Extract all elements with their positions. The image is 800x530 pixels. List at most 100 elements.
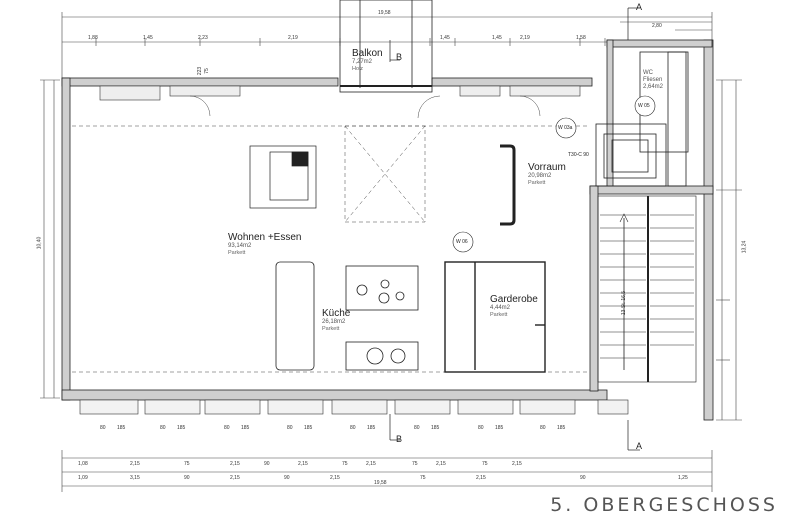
window-north-1 bbox=[99, 85, 161, 101]
skylight-outline bbox=[344, 125, 426, 223]
dim-bottom2-3: 90 bbox=[184, 475, 190, 481]
dim-window-2b: 185 bbox=[177, 425, 186, 431]
room-garderobe-name: Garderobe bbox=[490, 294, 538, 305]
west-wall bbox=[61, 77, 71, 401]
fireplace-inner bbox=[269, 151, 309, 201]
door-swing-north-2 bbox=[417, 95, 441, 119]
dim-bottom2-5: 90 bbox=[284, 475, 290, 481]
lift-car bbox=[603, 133, 657, 179]
dim-bottom1-2: 2,15 bbox=[130, 461, 140, 467]
section-marker-a-top: A bbox=[636, 2, 643, 12]
room-wohnen-floor: Parkett bbox=[228, 250, 246, 256]
fireplace-outline bbox=[249, 145, 317, 209]
shaft-duct bbox=[667, 51, 687, 187]
dim-bottom1-8: 2,15 bbox=[366, 461, 376, 467]
balcony-outline bbox=[339, 0, 433, 93]
dim-top-2: 1,45 bbox=[143, 35, 153, 41]
room-kueche-floor: Parkett bbox=[322, 326, 340, 332]
section-marker-b-top: B bbox=[396, 52, 403, 62]
room-garderobe-floor: Parkett bbox=[490, 312, 508, 318]
tag-w03a: W 03a bbox=[558, 125, 573, 131]
dim-window-2a: 80 bbox=[160, 425, 166, 431]
dim-top-4: 2,19 bbox=[288, 35, 298, 41]
stairs-label: 13 St. 16,5 bbox=[621, 290, 628, 316]
room-vorraum: Vorraum 20,98m2 Parkett bbox=[528, 162, 566, 187]
north-wall-west bbox=[61, 77, 339, 87]
stair-west-wall bbox=[589, 185, 599, 392]
dim-window-7b: 185 bbox=[495, 425, 504, 431]
dim-window-7a: 80 bbox=[478, 425, 484, 431]
window-south-5 bbox=[331, 399, 388, 415]
dim-bottom2-2: 3,15 bbox=[130, 475, 140, 481]
room-wc-area: 2,64m2 bbox=[643, 84, 664, 90]
window-tag-w06 bbox=[452, 231, 474, 253]
window-north-4 bbox=[509, 85, 581, 97]
dim-bottom1-9: 75 bbox=[412, 461, 418, 467]
room-wohnen-area: 93,14m2 bbox=[228, 243, 252, 249]
north-wall-east bbox=[431, 77, 593, 87]
room-balkon-floor: Holz bbox=[352, 66, 364, 72]
staircase bbox=[597, 195, 697, 383]
window-south-8 bbox=[519, 399, 576, 415]
room-balkon-name: Balkon bbox=[352, 48, 383, 59]
dim-window-6b: 185 bbox=[431, 425, 440, 431]
dim-window-4b: 185 bbox=[304, 425, 313, 431]
dim-bottom2-1: 1,09 bbox=[78, 475, 88, 481]
dim-window-5a: 80 bbox=[350, 425, 356, 431]
room-wohnen-name: Wohnen +Essen bbox=[228, 232, 302, 243]
window-tag-w05 bbox=[634, 95, 656, 117]
room-garderobe-area: 4,44m2 bbox=[490, 305, 511, 311]
door-swing-north-1 bbox=[189, 95, 211, 117]
south-wall bbox=[61, 389, 608, 401]
dim-window-8b: 185 bbox=[557, 425, 566, 431]
dim-window-5b: 185 bbox=[367, 425, 376, 431]
dim-bottom2-10: 1,25 bbox=[678, 475, 688, 481]
dim-top-7: 2,19 bbox=[520, 35, 530, 41]
dim-bottom1-10: 2,15 bbox=[436, 461, 446, 467]
dim-right-height: 13,24 bbox=[741, 240, 748, 254]
dim-bottom1-4: 2,15 bbox=[230, 461, 240, 467]
dim-top-1: 1,88 bbox=[88, 35, 98, 41]
dim-bottom1-1: 1,08 bbox=[78, 461, 88, 467]
dim-total-bottom: 19,58 bbox=[374, 480, 387, 486]
dim-bottom2-9: 90 bbox=[580, 475, 586, 481]
dim-window-3a: 80 bbox=[224, 425, 230, 431]
dim-window-6a: 80 bbox=[414, 425, 420, 431]
room-garderobe: Garderobe 4,44m2 Parkett bbox=[490, 294, 538, 319]
room-balkon: Balkon 7,27m2 Holz bbox=[352, 48, 383, 73]
window-south-3 bbox=[204, 399, 261, 415]
window-north-2 bbox=[169, 85, 241, 97]
dim-bottom1-3: 75 bbox=[184, 461, 190, 467]
room-kueche-name: Küche bbox=[322, 308, 351, 319]
window-south-6 bbox=[394, 399, 451, 415]
tag-w05: W 05 bbox=[638, 103, 650, 109]
room-vorraum-floor: Parkett bbox=[528, 180, 546, 186]
room-wc: WC Fliesen 2,64m2 bbox=[643, 70, 663, 91]
room-wc-floor: Fliesen bbox=[643, 77, 663, 83]
window-south-9 bbox=[597, 399, 629, 415]
dim-bottom1-7: 75 bbox=[342, 461, 348, 467]
cooktop-island bbox=[345, 265, 419, 311]
window-south-4 bbox=[267, 399, 324, 415]
room-kueche: Küche 26,18m2 Parkett bbox=[322, 308, 350, 333]
core-south-wall bbox=[589, 185, 714, 195]
dim-window-3b: 185 bbox=[241, 425, 250, 431]
room-wohnen: Wohnen +Essen 93,14m2 Parkett bbox=[228, 232, 301, 257]
room-vorraum-area: 20,98m2 bbox=[528, 173, 552, 179]
wc-top-wall bbox=[606, 39, 713, 48]
dim-bottom1-12: 2,15 bbox=[512, 461, 522, 467]
east-wall bbox=[703, 39, 714, 421]
tag-door: T30-C 90 bbox=[568, 152, 589, 158]
dim-top-8: 1,58 bbox=[576, 35, 586, 41]
dim-top-5: 1,45 bbox=[440, 35, 450, 41]
dim-bottom1-5: 90 bbox=[264, 461, 270, 467]
dim-window-1b: 185 bbox=[117, 425, 126, 431]
dim-window-1a: 80 bbox=[100, 425, 106, 431]
window-south-2 bbox=[144, 399, 201, 415]
floor-title: 5. OBERGESCHOSS bbox=[550, 494, 778, 516]
lift-shaft bbox=[595, 123, 667, 187]
dim-total-top: 19,58 bbox=[378, 10, 391, 16]
window-south-1 bbox=[79, 399, 139, 415]
section-marker-b-bottom: B bbox=[396, 434, 403, 444]
